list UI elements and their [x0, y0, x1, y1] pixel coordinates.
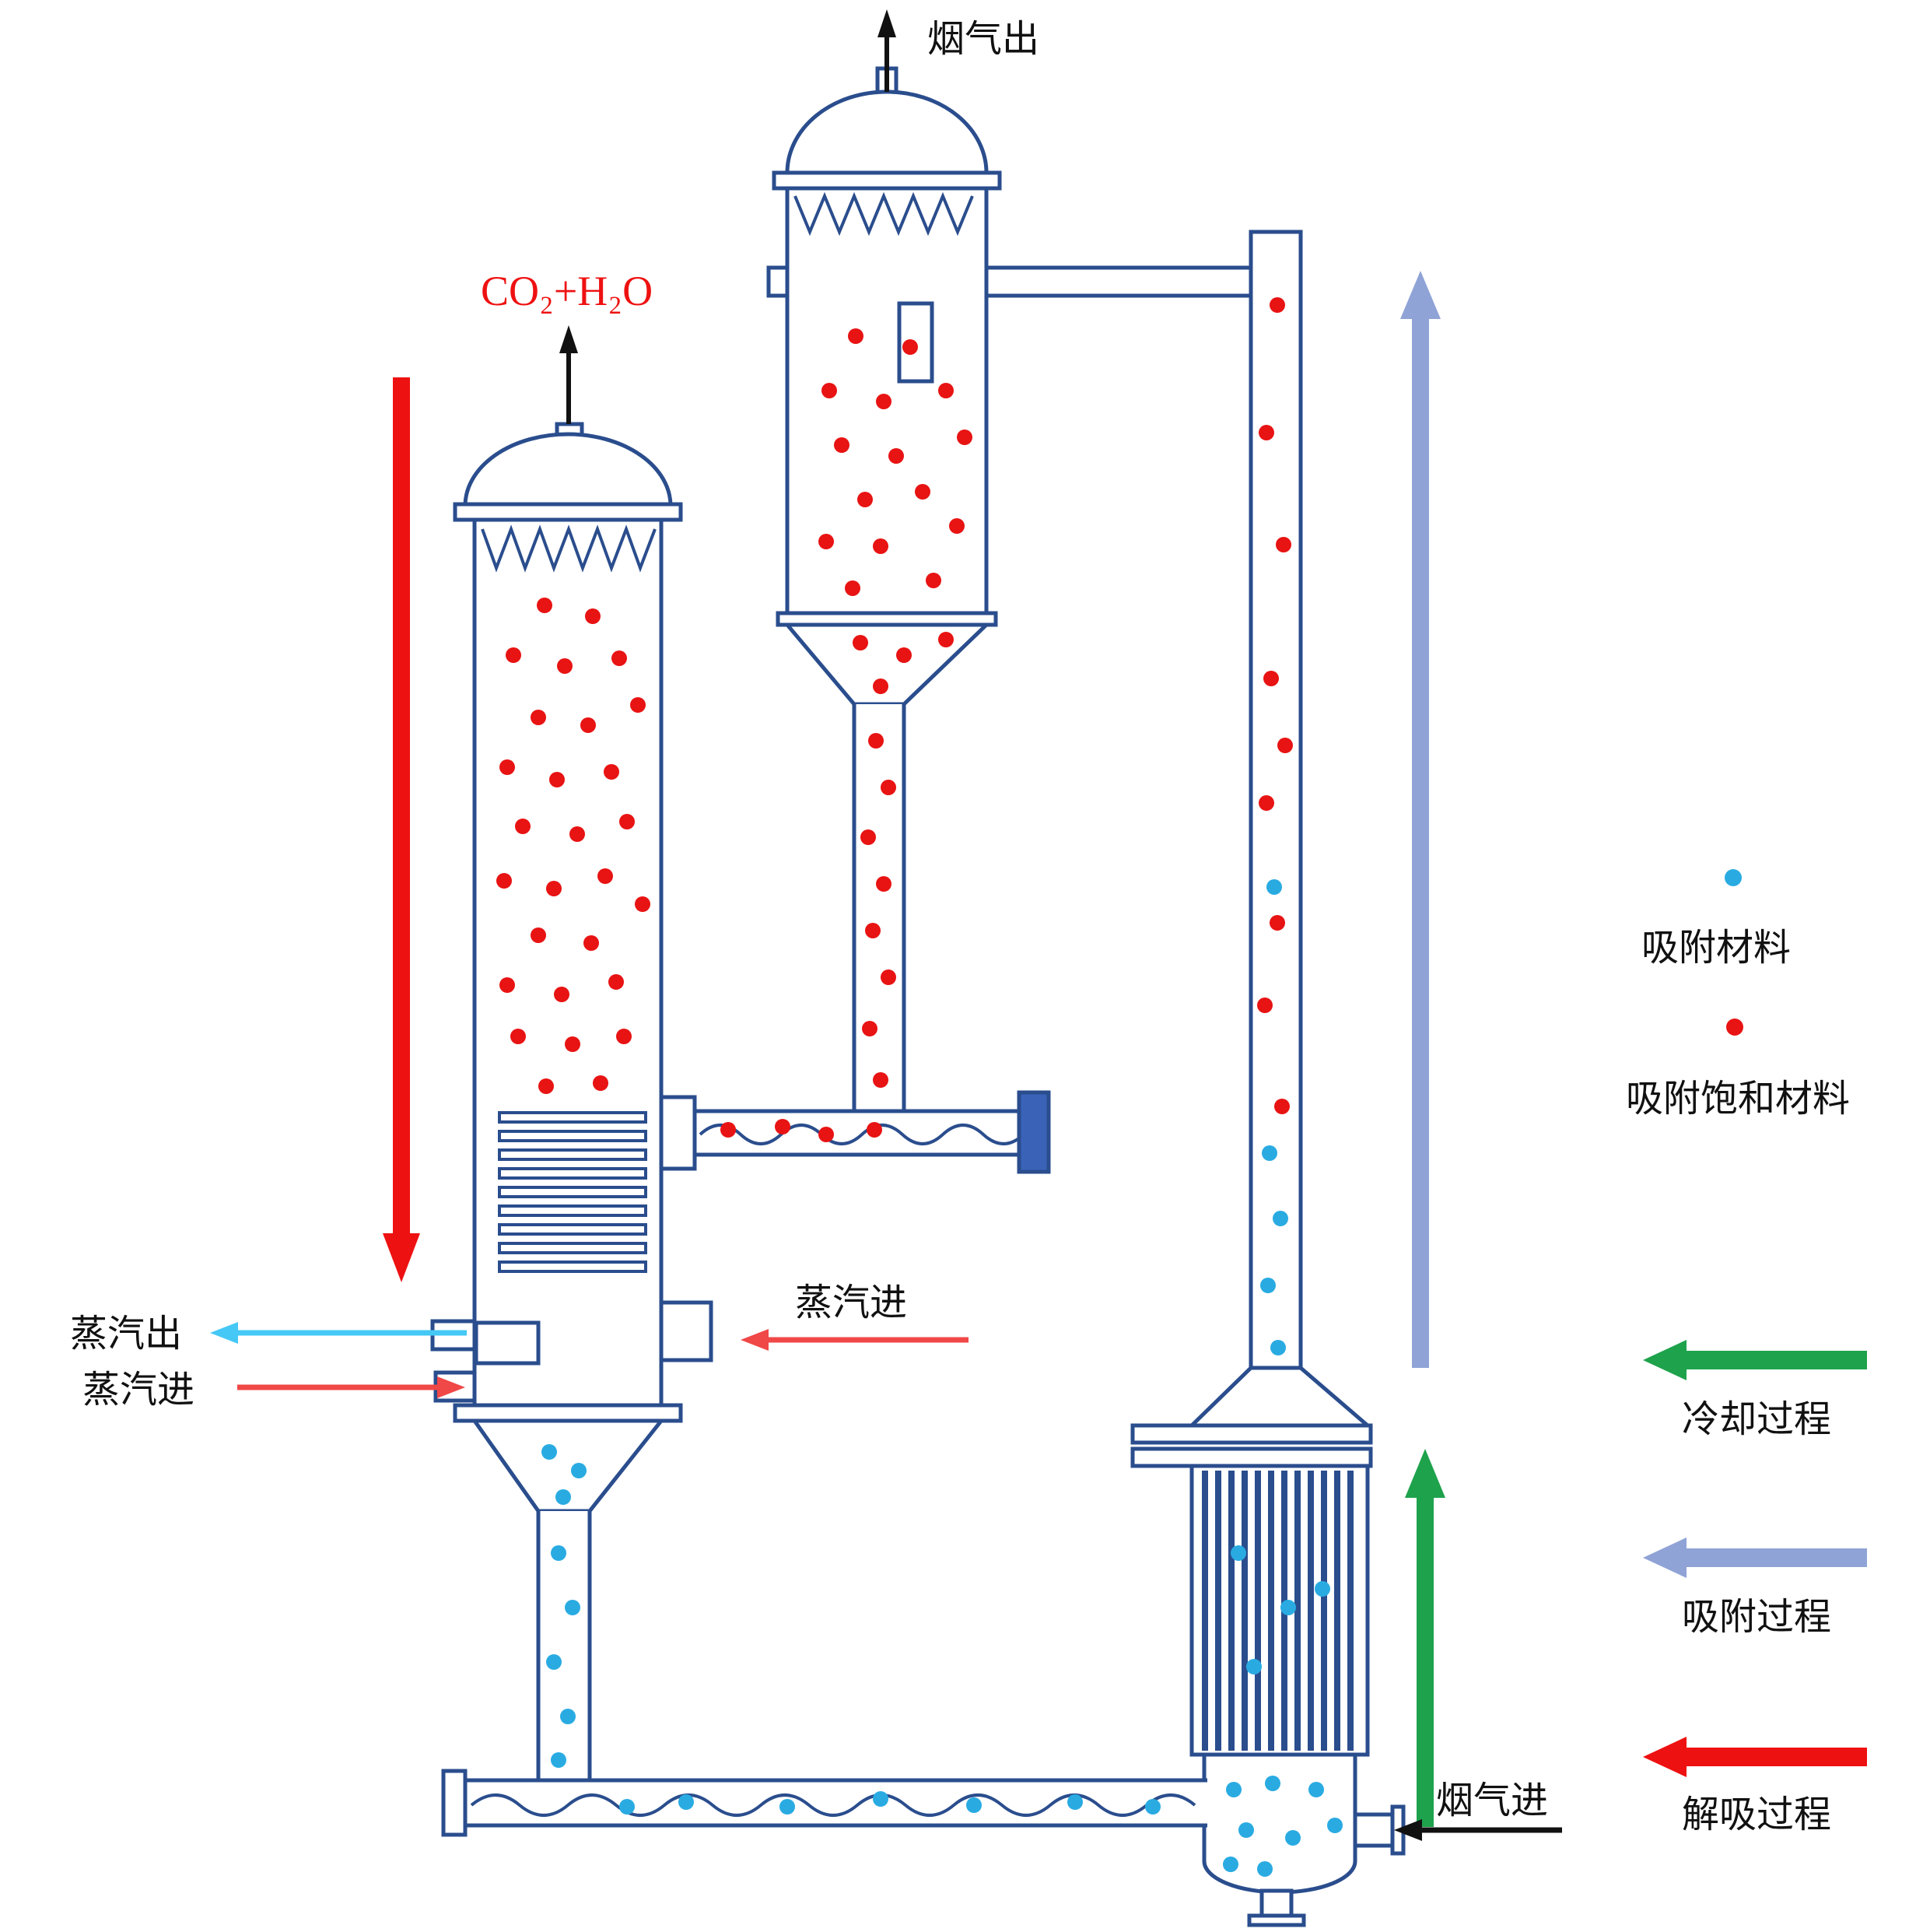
desorber-spray-nozzles	[481, 524, 657, 573]
riser-pipe	[1249, 230, 1303, 1370]
co2-out-arrow	[559, 325, 578, 424]
lower-screw-conveyor	[441, 1769, 1207, 1837]
desorption-direction-arrow	[383, 377, 420, 1282]
upper-conveyor-screw	[699, 1124, 1025, 1145]
cooler-tubes	[1202, 1471, 1354, 1751]
upper-conveyor-trough	[692, 1109, 1021, 1157]
flue-gas-in-arrow	[1394, 1819, 1562, 1841]
fresh-material-dots	[541, 879, 1343, 1877]
riser-flare	[1186, 1366, 1373, 1428]
flue-gas-out-label: 烟气出	[927, 19, 1039, 60]
lower-conveyor-left-cap	[441, 1769, 468, 1837]
adsorber-top-flange	[772, 170, 1002, 191]
steam-in-mid-arrow	[741, 1329, 969, 1351]
legend-label-desorption: 解吸过程	[1682, 1794, 1831, 1836]
desorber-top-flange	[453, 502, 683, 522]
steam-in-mid-label: 蒸汽进	[795, 1282, 907, 1324]
steam-out-label: 蒸汽出	[70, 1313, 182, 1355]
lower-conveyor-fill	[465, 1780, 1207, 1825]
flue-gas-inlet-nozzle	[1353, 1812, 1395, 1848]
desorber-bottom-flange	[453, 1403, 683, 1423]
adsorber-cone	[783, 622, 992, 707]
cooler-lower-plate	[1130, 1446, 1373, 1468]
legend: 吸附材料 吸附饱和材料 冷却过程 吸附过程 解吸过程	[1626, 869, 1867, 1836]
adsorber-spray-nozzles	[793, 191, 974, 237]
adsorption-direction-arrow	[1400, 271, 1441, 1368]
saturated-material-dots	[496, 297, 1293, 1142]
legend-cooling-arrow-icon	[1643, 1340, 1867, 1380]
desorber-heater-fins	[498, 1111, 647, 1273]
cooler-upper-plate	[1130, 1423, 1373, 1445]
legend-desorption-arrow-icon	[1643, 1737, 1867, 1777]
legend-label-adsorbent: 吸附材料	[1641, 927, 1791, 969]
steam-out-arrow	[210, 1322, 467, 1344]
cooler-heat-exchanger	[1189, 1464, 1406, 1927]
flue-gas-in-label: 烟气进	[1436, 1780, 1548, 1822]
desorber-body	[472, 517, 664, 1408]
cooling-direction-arrow	[1405, 1449, 1445, 1827]
co2-h2o-label: CO₂+H₂O	[481, 268, 653, 314]
upper-conveyor-left-cap	[659, 1095, 697, 1171]
drum-bottom-stub	[1259, 1888, 1294, 1918]
legend-dot-adsorbent-icon	[1725, 869, 1742, 886]
adsorber-downcomer-fill	[856, 704, 902, 1114]
steam-in-left-arrow	[237, 1376, 465, 1398]
upper-screw-conveyor	[659, 1090, 1051, 1174]
adsorber-internal-baffle	[897, 301, 934, 384]
drum-bottom-flange	[1247, 1913, 1306, 1927]
riser-column	[1130, 230, 1373, 1468]
upper-conveyor-motor	[1017, 1090, 1051, 1174]
adsorber-column	[772, 66, 1002, 1114]
flue-gas-out-arrow	[877, 9, 896, 92]
legend-label-adsorption: 吸附过程	[1682, 1597, 1831, 1638]
adsorber-dome	[785, 89, 989, 175]
legend-label-saturated: 吸附饱和材料	[1626, 1078, 1850, 1120]
desorber-column	[430, 422, 713, 1783]
legend-label-cooling: 冷却过程	[1682, 1399, 1831, 1440]
desorber-dome	[463, 432, 673, 508]
legend-adsorption-arrow-icon	[1643, 1538, 1867, 1578]
steam-inlet-nozzle-right	[659, 1300, 713, 1362]
steam-in-left-label: 蒸汽进	[82, 1369, 194, 1411]
legend-dot-saturated-icon	[1726, 1019, 1743, 1036]
